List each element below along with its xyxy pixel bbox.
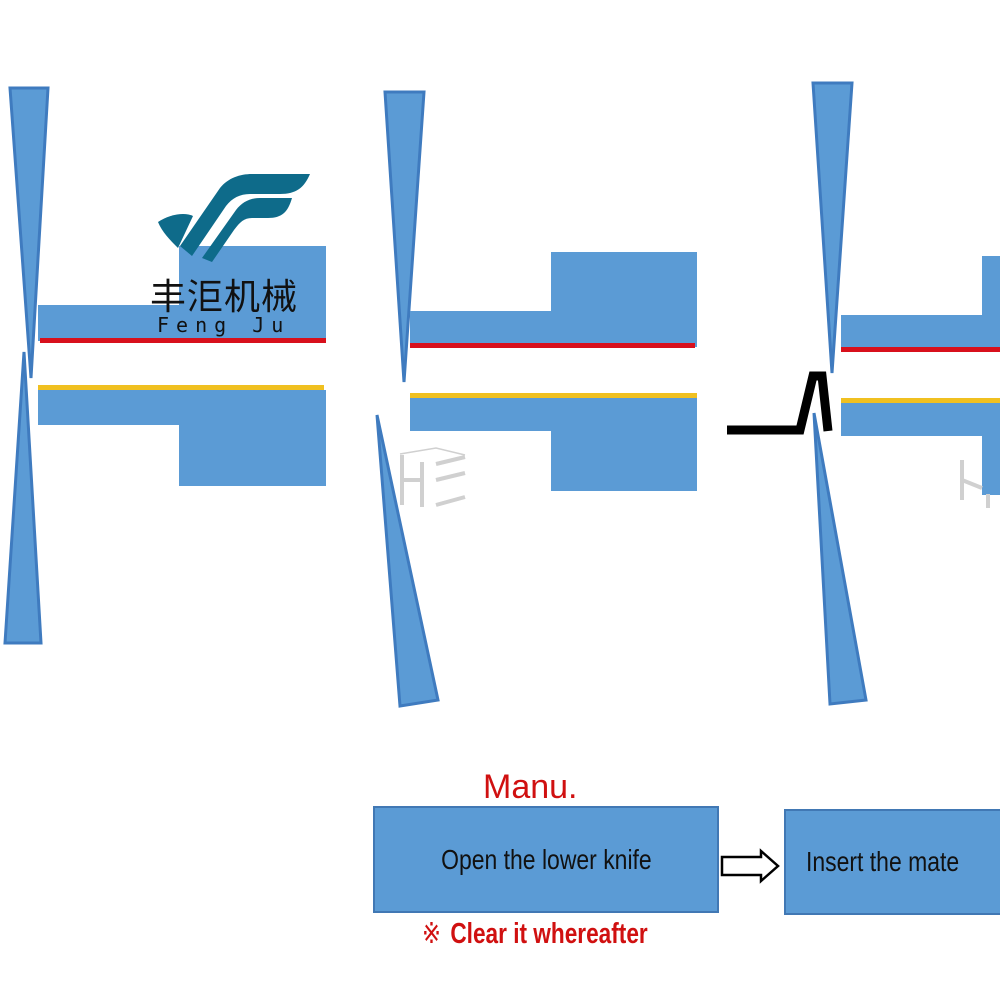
flow-step-label: Insert the mate bbox=[806, 846, 960, 877]
lower-block bbox=[410, 398, 697, 491]
upper-block bbox=[410, 252, 697, 347]
lower-blade-edge bbox=[841, 398, 1000, 403]
upper-blade-edge bbox=[410, 343, 695, 348]
lower-blade-edge bbox=[38, 385, 324, 390]
flow-step-insert-material: Insert the mate bbox=[784, 809, 1000, 915]
upper-knife bbox=[811, 81, 854, 374]
lower-block bbox=[841, 403, 1000, 495]
reference-mark-icon: ※ bbox=[422, 918, 441, 950]
panel-2 bbox=[375, 90, 697, 708]
flow-step-label: Open the lower knife bbox=[440, 843, 652, 875]
upper-knife bbox=[8, 86, 50, 379]
material-strip bbox=[727, 371, 833, 435]
feng-ju-logo-icon bbox=[158, 174, 310, 262]
lower-knife bbox=[3, 351, 43, 645]
flow-note: ※ Clear it whereafter bbox=[422, 916, 648, 951]
flow-step-open-lower-knife: Open the lower knife bbox=[373, 806, 719, 913]
logo-name-en: Feng Ju bbox=[157, 313, 291, 337]
upper-knife bbox=[383, 90, 426, 383]
panel-1 bbox=[3, 86, 326, 645]
lower-blade-edge bbox=[410, 393, 697, 398]
note-text: Clear it whereafter bbox=[450, 918, 648, 950]
panel-3 bbox=[727, 81, 1000, 706]
lower-knife-open bbox=[375, 414, 440, 708]
hollow-right-arrow-icon bbox=[720, 848, 780, 884]
lower-knife bbox=[812, 412, 868, 706]
watermark bbox=[960, 460, 990, 508]
upper-block bbox=[841, 256, 1000, 351]
upper-blade-edge bbox=[841, 347, 1000, 352]
lower-block bbox=[38, 390, 326, 486]
upper-blade-edge bbox=[40, 338, 326, 343]
logo-name-cn: 丰洰机械 bbox=[150, 277, 299, 318]
upper-block bbox=[38, 246, 326, 341]
watermark bbox=[399, 447, 466, 507]
mode-label: Manu. bbox=[483, 768, 578, 806]
